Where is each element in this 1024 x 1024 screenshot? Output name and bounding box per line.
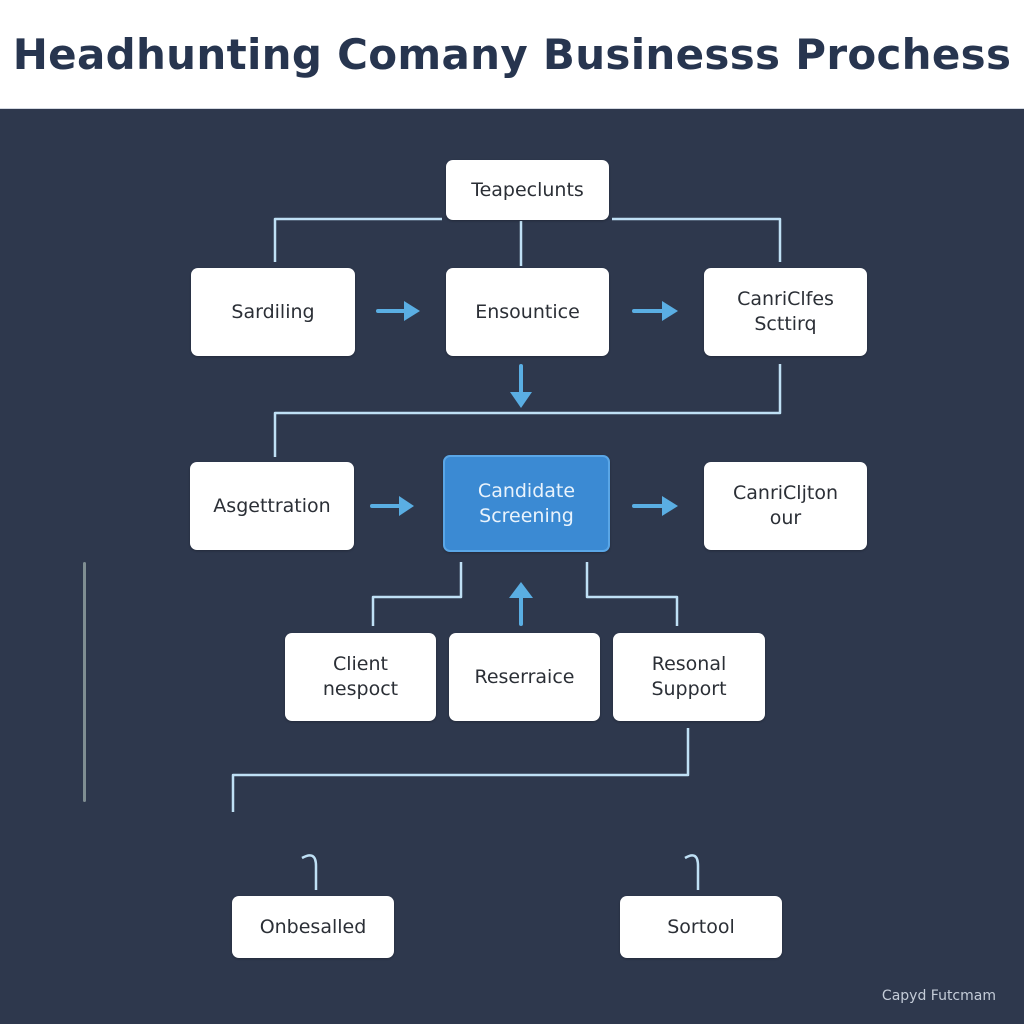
node-row3-center[interactable]: Reserraice bbox=[449, 633, 600, 721]
connector-screening-left bbox=[371, 562, 463, 626]
node-top[interactable]: Teapeclunts bbox=[446, 160, 609, 220]
arrow-right-icon bbox=[376, 301, 420, 321]
connector-top-right bbox=[612, 217, 782, 262]
connector-right-loop bbox=[273, 364, 782, 457]
connector-top-left bbox=[273, 217, 442, 262]
node-row1-left[interactable]: Sardiling bbox=[191, 268, 355, 356]
node-row2-left[interactable]: Asgettration bbox=[190, 462, 354, 550]
connector-hook-left bbox=[301, 854, 318, 890]
arrow-right-icon bbox=[632, 301, 678, 321]
node-row3-right[interactable]: Resonal Support bbox=[613, 633, 765, 721]
node-row3-left[interactable]: Client nespoct bbox=[285, 633, 436, 721]
node-row1-center[interactable]: Ensountice bbox=[446, 268, 609, 356]
header: Headhunting Comany Businesss Prochess bbox=[0, 0, 1024, 109]
node-row2-right[interactable]: CanriCljton our bbox=[704, 462, 867, 550]
connector-screening-right bbox=[585, 562, 679, 626]
node-bottom-right[interactable]: Sortool bbox=[620, 896, 782, 958]
credit-text: Capyd Futcmam bbox=[881, 988, 996, 1004]
connector-hook-right bbox=[684, 854, 700, 890]
decorative-side-bar bbox=[83, 562, 86, 802]
connector-support-bottom bbox=[231, 728, 690, 812]
arrow-right-icon bbox=[370, 496, 414, 516]
node-row1-right[interactable]: CanriClfes Scttirq bbox=[704, 268, 867, 356]
node-candidate-screening[interactable]: Candidate Screening bbox=[443, 455, 610, 552]
arrow-down-icon bbox=[510, 364, 532, 408]
node-bottom-left[interactable]: Onbesalled bbox=[232, 896, 394, 958]
page-title: Headhunting Comany Businesss Prochess bbox=[12, 30, 1012, 79]
arrow-up-icon bbox=[509, 582, 533, 626]
arrow-right-icon bbox=[632, 496, 678, 516]
